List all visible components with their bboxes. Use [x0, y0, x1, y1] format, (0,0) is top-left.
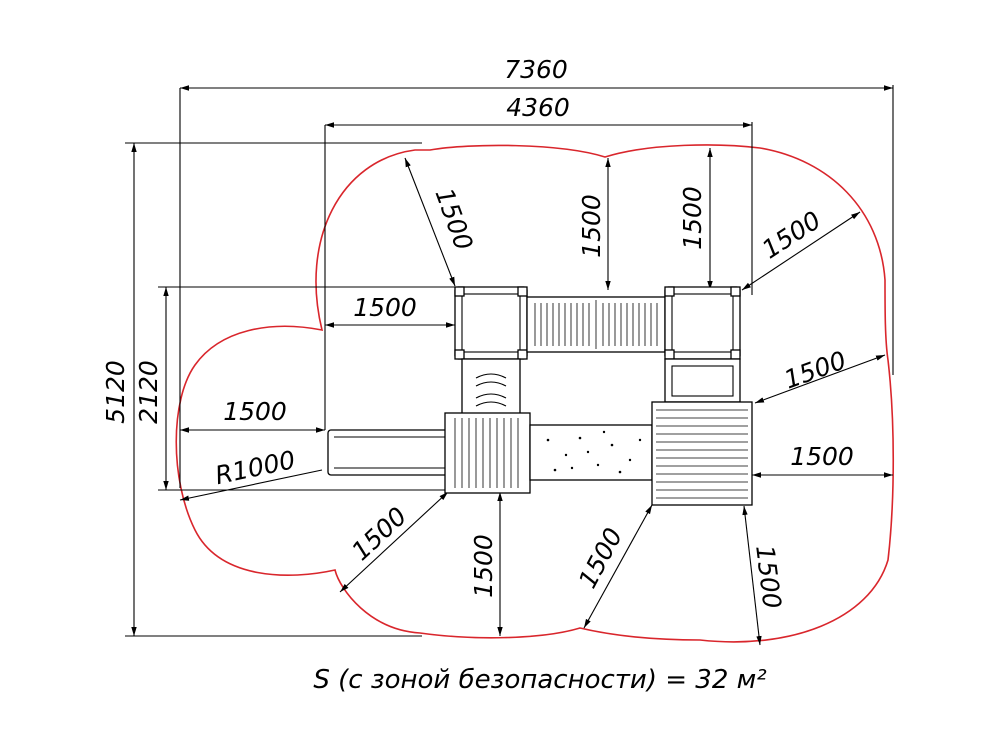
dimension-line-right-upper-diag: [754, 354, 886, 404]
playground-structure: [327, 286, 753, 506]
dim-text-bottom-right: 1500: [750, 544, 787, 611]
left-lower-platform: [444, 412, 531, 494]
left-tower-platform: [454, 286, 528, 360]
dim-text-bottom-right-diag: 1500: [573, 523, 628, 593]
dim-text-bottom-center: 1500: [469, 534, 498, 598]
dim-text-left-middle: 1500: [223, 397, 287, 426]
safety-zone-outline: [175, 144, 895, 643]
dimension-line-bottom-right-diag: [583, 504, 653, 629]
dim-text-top-right: 1500: [678, 186, 707, 250]
dim-text-top-right-diag: 1500: [757, 205, 826, 264]
dimension-line-bottom-right: [742, 505, 762, 646]
dimension-line-top-right-diag: [741, 211, 861, 291]
dim-text-top-center: 1500: [577, 194, 606, 258]
dim-text-radius: R1000: [213, 445, 298, 490]
area-caption: S (с зоной безопасности) = 32 м²: [313, 665, 766, 695]
dim-text-overall-depth: 5120: [101, 360, 130, 424]
dim-text-right-upper-diag: 1500: [780, 346, 850, 395]
radius-leader-line: [179, 469, 323, 501]
right-tower-platform: [664, 286, 741, 360]
dim-text-structure-width: 4360: [506, 93, 570, 122]
right-lower-platform: [651, 401, 753, 506]
ladder: [461, 358, 521, 415]
dimension-line-bottom-left-diag: [339, 491, 449, 593]
dim-text-top-left-diag: 1500: [429, 184, 478, 254]
climbing-wall: [529, 424, 653, 481]
dimension-line-top-left-diag: [404, 157, 456, 287]
dim-text-structure-depth: 2120: [134, 360, 163, 424]
dim-text-overall-width: 7360: [504, 55, 568, 84]
dim-text-right-middle: 1500: [790, 442, 854, 471]
dim-text-left-upper: 1500: [353, 293, 417, 322]
